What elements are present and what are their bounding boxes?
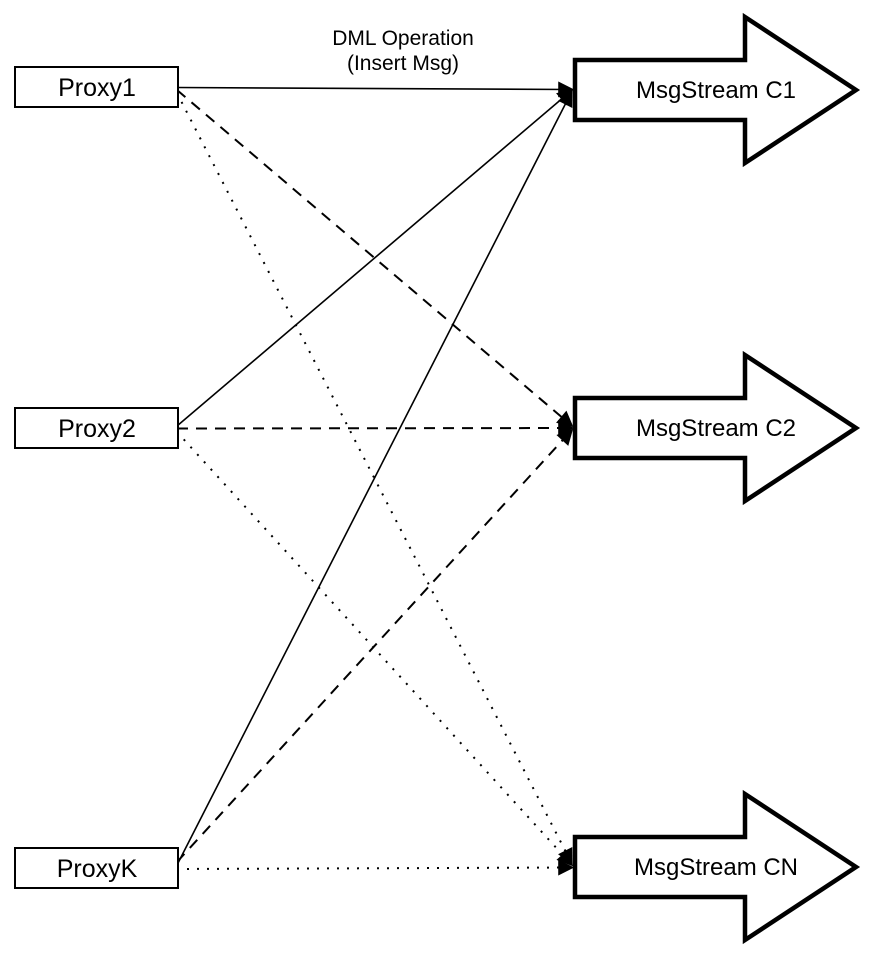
msgstream-cn-arrow — [572, 789, 861, 945]
edge-proxy2-to-c1 — [176, 88, 574, 427]
proxy1-box — [14, 66, 179, 108]
edge-proxyk-to-cn — [176, 859, 575, 876]
msgstream-c1-label: MsgStream C1 — [636, 77, 796, 104]
edge-proxy1-to-c2 — [176, 89, 574, 428]
edge-proxyk-to-c1 — [176, 90, 573, 866]
proxy1-label: Proxy1 — [58, 74, 136, 102]
edge-proxy2-to-c2 — [176, 420, 575, 437]
proxyk-box — [14, 847, 179, 889]
dml-caption-line1: DML Operation — [332, 27, 474, 50]
edges — [176, 81, 575, 876]
edge-proxy1-to-c1 — [176, 81, 575, 98]
msgstream-cn-label: MsgStream CN — [634, 854, 798, 881]
dml-caption-line2: (Insert Msg) — [347, 52, 459, 75]
proxy2-box — [14, 407, 179, 449]
proxy2-label: Proxy2 — [58, 415, 136, 443]
msgstream-c1-arrow — [572, 12, 861, 168]
edge-proxyk-to-c2 — [176, 428, 574, 863]
msgstream-c2-arrow — [572, 350, 861, 506]
proxyk-label: ProxyK — [57, 855, 138, 883]
edge-proxy1-to-cn — [176, 92, 573, 865]
msgstream-c2-label: MsgStream C2 — [636, 415, 796, 442]
